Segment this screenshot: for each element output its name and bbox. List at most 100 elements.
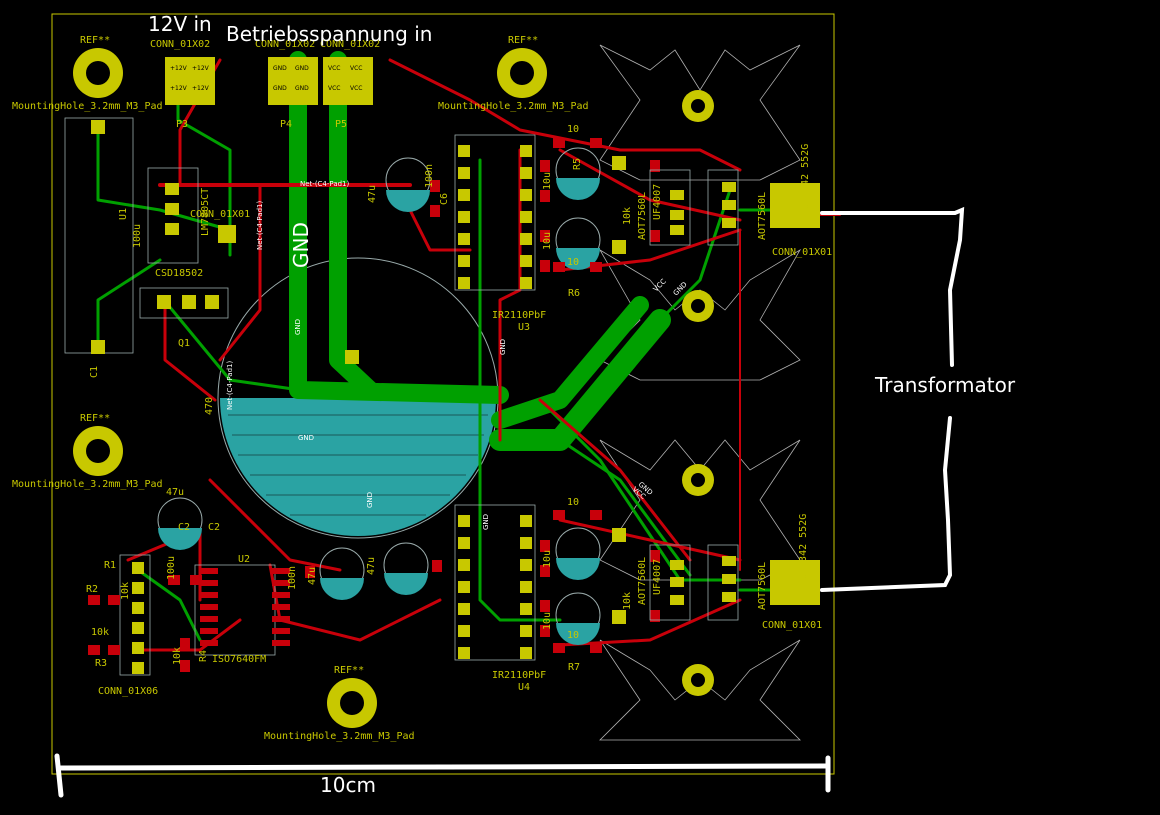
ir2110-top-label: IR2110PbF [492, 310, 546, 321]
c-10u-c: 10u [542, 550, 553, 568]
p5-conn-label: CONN_01X02 [320, 39, 380, 50]
ref-ml: REF** [80, 413, 110, 424]
mh-label-ml: MountingHole_3.2mm_M3_Pad [12, 479, 163, 490]
supply-operating-label: Betriebsspannung in [226, 22, 433, 46]
c2-value: C2 [208, 522, 220, 533]
r6-label: R6 [568, 288, 580, 299]
gnd-net-3: GND [366, 492, 374, 508]
connector-p3 [165, 57, 215, 105]
uf4007-a-label: UF4007 [652, 184, 663, 220]
gnd-big-label: GND [289, 222, 313, 268]
svg-text:GND: GND [295, 85, 309, 92]
r3-value: 10k [91, 627, 109, 638]
r5-value: 10 [567, 124, 579, 135]
r5-label: R5 [572, 158, 583, 170]
mh-label-tm: MountingHole_3.2mm_M3_Pad [438, 101, 589, 112]
c1-label: C1 [89, 366, 100, 378]
csd-label: CSD18502 [155, 268, 203, 279]
svg-text:1: 1 [695, 305, 699, 312]
net-c4-b: Net-(C4-Pad1) [256, 200, 264, 250]
conn-01x06-label: CONN_01X06 [98, 686, 158, 697]
svg-text:VCC: VCC [328, 65, 340, 72]
mounting-hole-tm [497, 48, 547, 98]
transformer-wire [820, 206, 965, 592]
c-top-value: 47u [367, 185, 378, 203]
c1-pads [91, 120, 105, 354]
scale-label: 10cm [320, 773, 376, 797]
c-100n-bot: 100n [287, 566, 298, 590]
u3-label: U3 [518, 322, 530, 333]
c-4u7-label: 47u [307, 567, 318, 585]
ref-tm: REF** [508, 35, 538, 46]
p5-label: P5 [335, 119, 347, 130]
r2-label: R2 [86, 584, 98, 595]
supply-12v-label: 12V in [148, 12, 212, 36]
connector-right-top [770, 183, 820, 228]
c-10u-d: 10u [542, 612, 553, 630]
copper-top-traces [126, 58, 841, 652]
pad-ref-top: 0.3342 552G [800, 144, 811, 210]
r1-value: 10k [120, 582, 131, 600]
c-10u-b: 10u [542, 232, 553, 250]
p4-label: P4 [280, 119, 292, 130]
ir2110-bot-label: IR2110PbF [492, 670, 546, 681]
aot-d-label: AOT7560L [757, 562, 768, 610]
capacitors [157, 147, 601, 645]
r-10k-bot: 10k [622, 592, 633, 610]
iso-label: ISO7640FM [212, 654, 266, 665]
gnd-net-4: GND [499, 339, 507, 355]
svg-text:1: 1 [695, 105, 699, 112]
heatsink-bottom [599, 439, 801, 741]
svg-text:1: 1 [695, 479, 699, 486]
c-top-100n: 100n [424, 164, 435, 188]
q1-label: Q1 [178, 338, 190, 349]
mh-label-tl: MountingHole_3.2mm_M3_Pad [12, 101, 163, 112]
u1-label: U1 [118, 208, 129, 220]
aot-b-label: AOT7560L [757, 192, 768, 240]
aot-c-label: AOT7560L [637, 557, 648, 605]
svg-text:VCC: VCC [350, 85, 362, 92]
r3-label: R3 [95, 658, 107, 669]
svg-text:VCC: VCC [328, 85, 340, 92]
p3-conn-label: CONN_01X02 [150, 39, 210, 50]
connector-right-bottom [770, 560, 820, 605]
svg-text:1: 1 [695, 679, 699, 686]
scale-bar [54, 753, 831, 798]
r-470-label: 470 [204, 397, 215, 415]
svg-text:+12V: +12V [170, 85, 188, 92]
p4-conn-label: CONN_01X02 [255, 39, 315, 50]
u4-label: U4 [518, 682, 530, 693]
svg-text:VCC: VCC [350, 65, 362, 72]
mounting-hole-ml [73, 426, 123, 476]
transformer-label: Transformator [875, 373, 1016, 397]
svg-text:GND: GND [273, 65, 287, 72]
lm7805-label: LM7805CT [200, 188, 211, 236]
gnd-net-5: GND [482, 514, 490, 530]
connector-p5 [323, 57, 373, 105]
c-47u-bot: 47u [366, 557, 377, 575]
ref-tl: REF** [80, 35, 110, 46]
svg-text:+12V: +12V [192, 85, 210, 92]
smd-pads [88, 138, 660, 672]
net-c4-c: Net-(C4-Pad1) [226, 360, 234, 410]
r4-label: R4 [198, 650, 209, 662]
conn-right-bot-label: CONN_01X01 [762, 620, 822, 631]
gnd-net-1: GND [294, 319, 302, 335]
conn-01x01-label: CONN_01X01 [190, 209, 250, 220]
c2-label: C2 [178, 522, 190, 533]
svg-text:+12V: +12V [192, 65, 210, 72]
r6-value: 10 [567, 257, 579, 268]
u2-label: U2 [238, 554, 250, 565]
ic-pins [132, 145, 626, 674]
net-c4-a: Net-(C4-Pad1) [300, 180, 350, 188]
r7-value: 10 [567, 630, 579, 641]
pad-ref-bot: 0.3342 552G [798, 514, 809, 580]
heatsink-pads [682, 90, 714, 696]
p3-label: P3 [176, 119, 188, 130]
svg-text:GND: GND [273, 85, 287, 92]
c2-47u: 47u [166, 487, 184, 498]
svg-text:GND: GND [295, 65, 309, 72]
mounting-hole-bm [327, 678, 377, 728]
mosfets [649, 169, 739, 621]
